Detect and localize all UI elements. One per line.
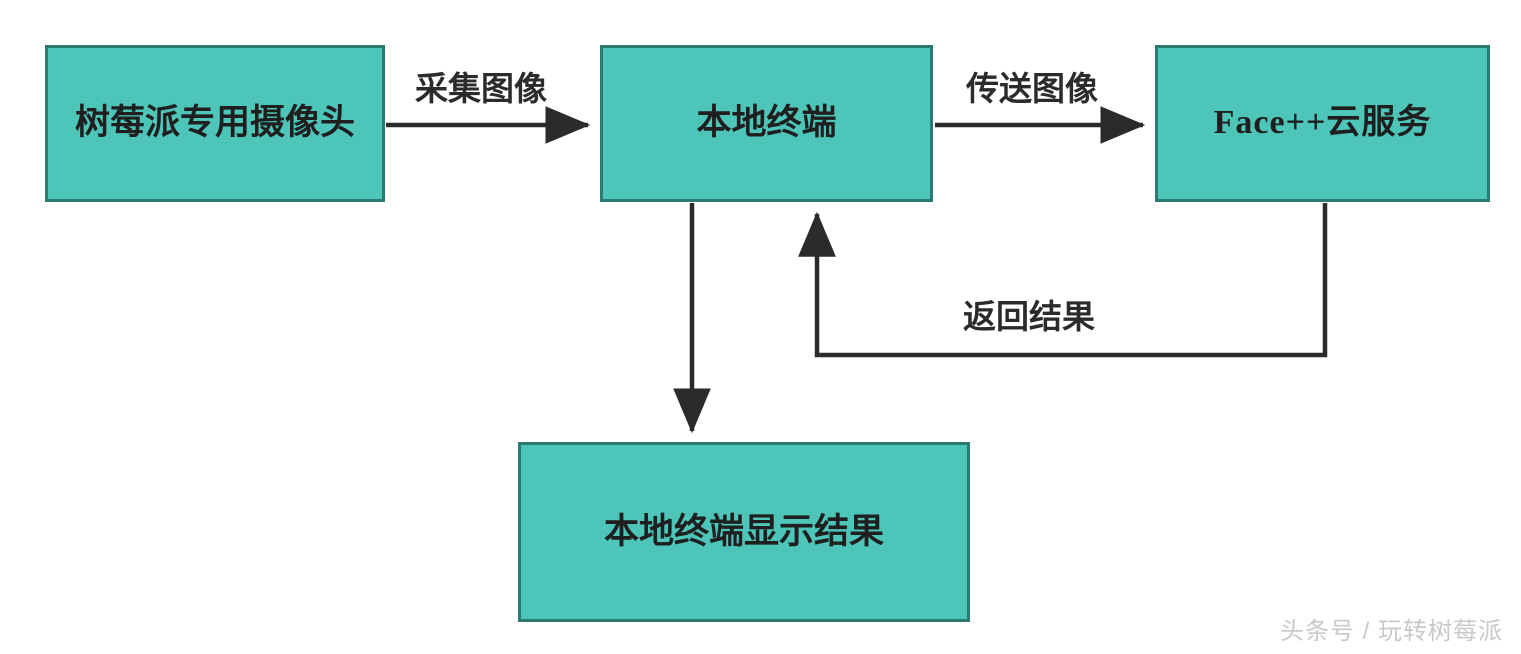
node-local-terminal-display-result[interactable]: 本地终端显示结果 (518, 442, 970, 622)
node-label: 树莓派专用摄像头 (74, 103, 355, 143)
edge-label-return-result: 返回结果 (963, 300, 1095, 336)
node-label: 本地终端显示结果 (603, 511, 884, 551)
node-face-plus-plus-cloud-service[interactable]: Face++云服务 (1155, 45, 1490, 202)
node-label: Face++云服务 (1213, 104, 1432, 142)
node-label: 本地终端 (696, 103, 837, 143)
edge-label-transmit-image: 传送图像 (966, 72, 1098, 108)
edge-return-result (798, 203, 1328, 358)
node-raspberry-pi-camera[interactable]: 树莓派专用摄像头 (45, 45, 385, 202)
edge-label-capture-image: 采集图像 (415, 72, 547, 108)
node-local-terminal[interactable]: 本地终端 (600, 45, 933, 202)
watermark-text: 头条号 / 玩转树莓派 (1279, 618, 1503, 645)
